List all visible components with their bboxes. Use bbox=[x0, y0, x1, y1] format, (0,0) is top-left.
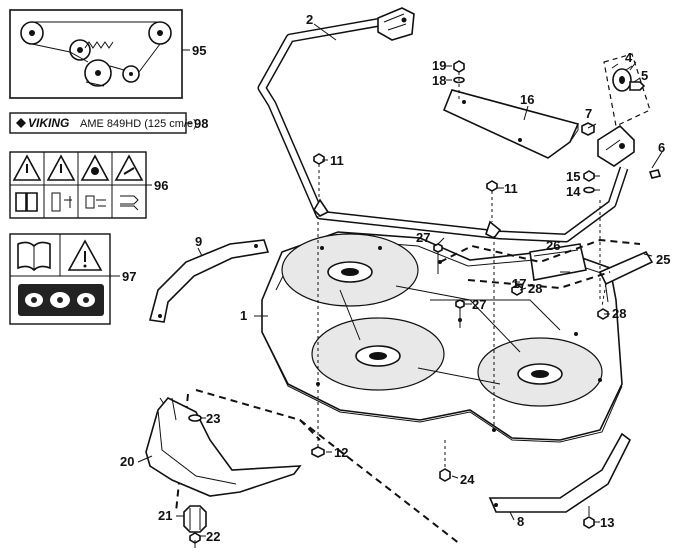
safety-pictogram-decal bbox=[9, 151, 147, 219]
callout-18: 18 bbox=[432, 73, 446, 88]
nut-12 bbox=[311, 446, 325, 458]
deck-warning-decal bbox=[9, 233, 111, 325]
callout-15: 15 bbox=[566, 169, 580, 184]
screw-27-b bbox=[455, 299, 465, 328]
nut-28-b bbox=[597, 308, 609, 320]
callout-leaders bbox=[137, 23, 663, 537]
belt-routing-decal bbox=[9, 9, 183, 99]
screw-22 bbox=[189, 532, 201, 548]
callout-6: 6 bbox=[658, 140, 665, 155]
manual-book-icon bbox=[15, 192, 38, 212]
callout-14: 14 bbox=[566, 184, 581, 199]
callout-28-a: 28 bbox=[528, 281, 542, 296]
discharge-chute bbox=[145, 397, 302, 497]
callout-12: 12 bbox=[334, 445, 348, 460]
right-mounting-bracket bbox=[597, 124, 662, 179]
screw-19 bbox=[453, 60, 465, 73]
mower-deck-housing bbox=[261, 231, 623, 443]
callout-22: 22 bbox=[206, 529, 220, 544]
callout-8: 8 bbox=[517, 514, 524, 529]
label-model-text: AME 849HD (125 cm/e) bbox=[80, 118, 197, 130]
callout-11-right: 11 bbox=[504, 181, 518, 196]
warning-triangle-icon bbox=[67, 239, 103, 271]
callout-17: 17 bbox=[512, 276, 526, 291]
callout-4: 4 bbox=[625, 50, 633, 65]
cover-plate bbox=[442, 89, 580, 159]
callout-28-b: 28 bbox=[612, 306, 626, 321]
shock-mount-assembly bbox=[603, 53, 651, 127]
callout-19: 19 bbox=[432, 58, 446, 73]
side-deflector bbox=[148, 239, 270, 323]
callout-95: 95 bbox=[192, 43, 206, 58]
mower-hazard-pictogram bbox=[18, 284, 104, 316]
gauge-wheel-21 bbox=[183, 505, 207, 533]
deck-hanger-frame bbox=[257, 7, 629, 243]
manual-book-icon bbox=[17, 241, 51, 272]
callout-21: 21 bbox=[158, 508, 172, 523]
callout-96: 96 bbox=[154, 178, 168, 193]
callout-20: 20 bbox=[120, 454, 134, 469]
callout-9: 9 bbox=[195, 234, 202, 249]
nut-14-15 bbox=[583, 170, 595, 194]
callout-13: 13 bbox=[600, 515, 614, 530]
label-brand-text: VIKING bbox=[28, 116, 69, 130]
side-rail-25 bbox=[598, 250, 654, 307]
callout-2: 2 bbox=[306, 12, 313, 27]
callout-24: 24 bbox=[460, 472, 475, 487]
nut-7 bbox=[581, 122, 595, 136]
screw-13 bbox=[583, 506, 595, 529]
callout-5: 5 bbox=[641, 68, 648, 83]
washer-23 bbox=[188, 414, 202, 422]
callout-26: 26 bbox=[546, 238, 560, 253]
callout-16: 16 bbox=[520, 92, 534, 107]
callout-27-mid: 27 bbox=[472, 297, 486, 312]
warning-triangle-icon bbox=[12, 154, 144, 181]
bolt-11-left bbox=[313, 153, 325, 198]
callout-98: 98 bbox=[194, 116, 208, 131]
callout-97: 97 bbox=[122, 269, 136, 284]
bolt-24 bbox=[439, 440, 451, 482]
bolt-11-right bbox=[486, 180, 498, 222]
callout-labels: 95 98 96 97 2 1 9 16 4 5 6 7 19 18 11 11… bbox=[120, 12, 670, 544]
callout-11-left: 11 bbox=[330, 153, 344, 168]
front-skid-plate bbox=[488, 432, 632, 513]
callout-23: 23 bbox=[206, 411, 220, 426]
callout-7: 7 bbox=[585, 106, 592, 121]
viking-model-label: VIKING AME 849HD (125 cm/e) bbox=[9, 112, 197, 134]
callout-27-top: 27 bbox=[416, 230, 430, 245]
callout-25: 25 bbox=[656, 252, 670, 267]
callout-1: 1 bbox=[240, 308, 247, 323]
